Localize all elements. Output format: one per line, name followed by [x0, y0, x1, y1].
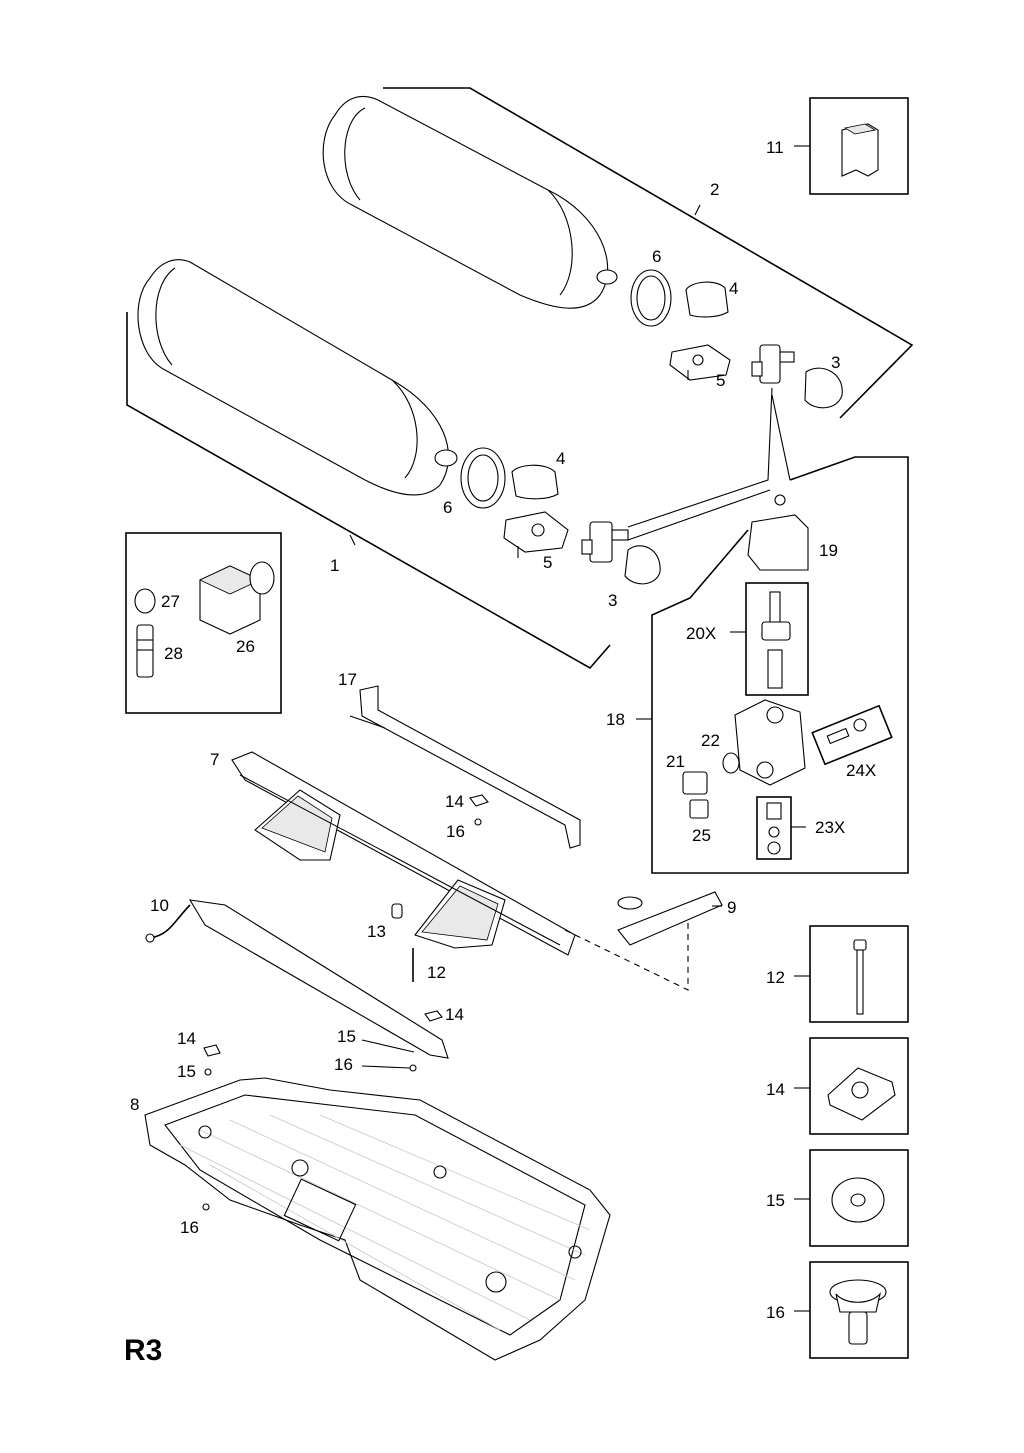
gas-cylinder-2	[322, 96, 618, 309]
valve-body	[734, 699, 806, 786]
washer-22	[722, 752, 740, 774]
cylinder-valve-upper	[751, 344, 795, 384]
callout-25: 25	[692, 826, 711, 845]
bolt-16-frame	[474, 818, 482, 826]
callout-15-left: 15	[177, 1062, 196, 1081]
callout-5-lower: 5	[543, 553, 552, 572]
diagram-code: R3	[124, 1334, 162, 1367]
strap-10: 10	[145, 896, 449, 1059]
side-label-12: 12	[766, 968, 785, 987]
part-box-15: 15	[766, 1149, 909, 1247]
clip-14-frame	[469, 794, 489, 807]
callout-13: 13	[367, 922, 386, 941]
solenoid-coil-19	[747, 514, 809, 571]
bracket-9: 9	[564, 891, 736, 991]
part-box-11: 11	[766, 97, 909, 195]
side-label-14: 14	[766, 1080, 785, 1099]
side-label-11: 11	[766, 138, 784, 157]
callout-19: 19	[819, 541, 838, 560]
part-box-26-27-28: 27 28 26	[125, 532, 282, 714]
washer-15-left	[204, 1068, 212, 1076]
cylinder-valve-lower	[581, 521, 629, 563]
valve-cap-3-lower	[624, 545, 661, 585]
spacer-13	[391, 903, 403, 919]
callout-18: 18	[606, 710, 625, 729]
plug-25	[689, 799, 709, 819]
group-line-2	[383, 87, 914, 419]
callout-16-frame: 16	[446, 822, 465, 841]
clip-14-left	[203, 1044, 221, 1057]
callout-3-lower: 3	[608, 591, 617, 610]
leader-2	[694, 204, 701, 216]
callout-4-upper: 4	[729, 279, 738, 298]
callout-20x: 20X	[686, 624, 716, 643]
fitting-28	[136, 624, 154, 678]
valve-cap-3-upper	[804, 367, 843, 409]
callout-4-lower: 4	[556, 449, 565, 468]
part-box-14: 14	[766, 1037, 909, 1135]
callout-12-frame: 12	[427, 963, 446, 982]
callout-14-frame: 14	[445, 792, 464, 811]
callout-14-left: 14	[177, 1029, 196, 1048]
side-label-15: 15	[766, 1191, 785, 1210]
callout-9: 9	[727, 898, 736, 917]
callout-5-upper: 5	[716, 371, 725, 390]
strap-17: 17	[338, 670, 581, 849]
part-box-12: 12	[766, 925, 909, 1023]
clamp-5-upper	[669, 344, 731, 381]
callout-2: 2	[710, 180, 719, 199]
callout-26: 26	[236, 637, 255, 656]
callout-22: 22	[701, 731, 720, 750]
callout-6-lower: 6	[443, 498, 452, 517]
callout-27: 27	[161, 592, 180, 611]
callout-16-strap: 16	[334, 1055, 353, 1074]
underbody-tray-8: 8	[130, 1077, 611, 1361]
group-line-1	[126, 312, 611, 670]
leader-1	[349, 534, 356, 546]
clamp-5-lower	[503, 511, 569, 553]
gas-cylinder-1	[137, 259, 458, 496]
clamp-4-upper	[685, 281, 729, 318]
assembly-box-18: 18 19 20X 22 21 25 24X 23	[606, 456, 909, 874]
callout-16-tray: 16	[180, 1218, 199, 1237]
callout-28: 28	[164, 644, 183, 663]
callout-1: 1	[330, 556, 339, 575]
clip-14-strap	[424, 1010, 443, 1022]
callout-14-strap: 14	[445, 1005, 464, 1024]
bolt-16-tray	[202, 1203, 210, 1211]
callout-21: 21	[666, 752, 685, 771]
clamp-4-lower	[511, 464, 559, 500]
callout-10: 10	[150, 896, 169, 915]
side-label-16: 16	[766, 1303, 785, 1322]
callout-24x: 24X	[846, 761, 876, 780]
cap-27	[134, 588, 156, 614]
callout-8: 8	[130, 1095, 139, 1114]
callout-6-upper: 6	[652, 247, 661, 266]
sealing-ring-6-upper	[630, 269, 672, 327]
part-box-16: 16	[766, 1261, 909, 1359]
connector-21	[682, 771, 708, 795]
mounting-frame-7: 7	[210, 750, 576, 956]
callout-15-strap: 15	[337, 1027, 356, 1046]
callout-23x: 23X	[815, 818, 845, 837]
callout-3-upper: 3	[831, 353, 840, 372]
callout-7: 7	[210, 750, 219, 769]
leader-valves-to-18	[627, 387, 773, 528]
callout-17: 17	[338, 670, 357, 689]
bolt-16-strap	[409, 1064, 417, 1072]
